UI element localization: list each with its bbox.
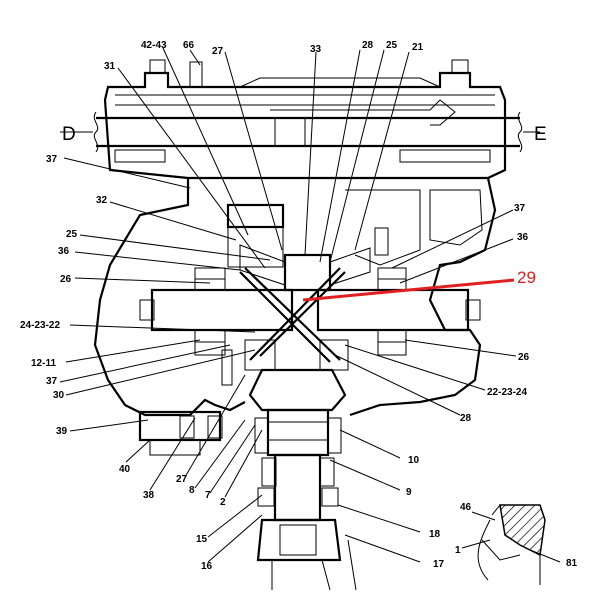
part-labels: 42-43 66 27 33 28 25 21 31 37 32 25 36 2… bbox=[20, 40, 578, 572]
highlight-leader-29 bbox=[302, 278, 515, 302]
label-26-left: 26 bbox=[60, 274, 72, 285]
label-16: 16 bbox=[201, 561, 213, 572]
label-42-43: 42-43 bbox=[141, 40, 167, 51]
label-33: 33 bbox=[310, 44, 322, 55]
label-30: 30 bbox=[53, 390, 65, 401]
label-27-top: 27 bbox=[212, 46, 224, 57]
label-15: 15 bbox=[196, 534, 208, 545]
label-10: 10 bbox=[408, 455, 420, 466]
label-9: 9 bbox=[406, 487, 412, 498]
label-2: 2 bbox=[220, 497, 226, 508]
label-40: 40 bbox=[119, 464, 131, 475]
label-28-top: 28 bbox=[362, 40, 374, 51]
label-38: 38 bbox=[143, 490, 155, 501]
label-24-23-22: 24-23-22 bbox=[20, 320, 60, 331]
label-37-left-low: 37 bbox=[46, 376, 58, 387]
label-37-right: 37 bbox=[514, 203, 526, 214]
label-18: 18 bbox=[429, 529, 441, 540]
label-25-top: 25 bbox=[386, 40, 398, 51]
label-46: 46 bbox=[460, 502, 472, 513]
label-28-right: 28 bbox=[460, 413, 472, 424]
leader-lines bbox=[59, 47, 561, 563]
label-26-right: 26 bbox=[518, 352, 530, 363]
label-36-right: 36 bbox=[517, 232, 529, 243]
label-66: 66 bbox=[183, 40, 195, 51]
label-25-left: 25 bbox=[66, 229, 78, 240]
label-36-left: 36 bbox=[58, 246, 70, 257]
label-21: 21 bbox=[412, 42, 424, 53]
label-8: 8 bbox=[189, 485, 195, 496]
label-39: 39 bbox=[56, 426, 68, 437]
side-label-e: E bbox=[534, 124, 547, 145]
label-81: 81 bbox=[566, 558, 578, 569]
label-22-23-24: 22-23-24 bbox=[487, 387, 527, 398]
label-31: 31 bbox=[104, 61, 116, 72]
label-17: 17 bbox=[433, 559, 445, 570]
label-37-left-top: 37 bbox=[46, 154, 58, 165]
label-7: 7 bbox=[205, 490, 211, 501]
label-27-bottom: 27 bbox=[176, 474, 188, 485]
label-32: 32 bbox=[96, 195, 108, 206]
label-12-11: 12-11 bbox=[31, 358, 56, 369]
side-label-d: D bbox=[62, 124, 76, 145]
label-1: 1 bbox=[455, 545, 461, 556]
assembly-drawing bbox=[60, 59, 546, 591]
label-29-highlight: 29 bbox=[517, 268, 536, 287]
